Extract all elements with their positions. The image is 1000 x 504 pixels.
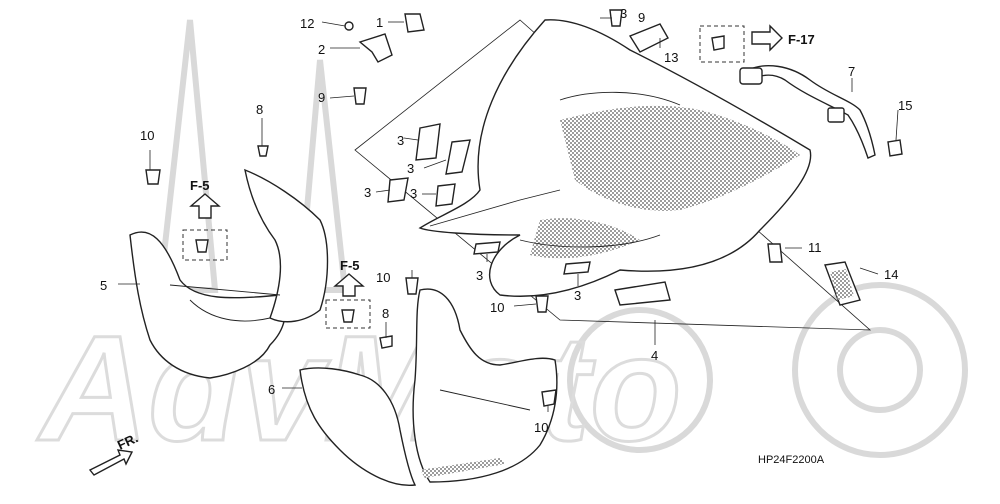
callout-3: 3 bbox=[574, 288, 581, 303]
diagram-code: HP24F2200A bbox=[758, 454, 825, 466]
callout-8: 8 bbox=[382, 306, 389, 321]
callout-12: 12 bbox=[300, 16, 314, 31]
rear-fender bbox=[418, 19, 812, 306]
callout-10: 10 bbox=[376, 270, 390, 285]
front-arrow-icon bbox=[88, 449, 134, 476]
fasteners bbox=[145, 9, 903, 407]
callout-11: 11 bbox=[808, 240, 822, 255]
callout-3-extra: 3 bbox=[620, 6, 627, 21]
callout-13: 13 bbox=[664, 50, 678, 65]
callout-9: 9 bbox=[318, 90, 325, 105]
ref-f5-right: F-5 bbox=[340, 258, 360, 273]
leader-lines bbox=[118, 17, 899, 412]
f5-right-arrow-icon bbox=[333, 273, 365, 297]
rubber-strap bbox=[824, 261, 861, 306]
reference-boxes bbox=[182, 24, 783, 329]
callout-7: 7 bbox=[848, 64, 855, 79]
right-mudguard bbox=[299, 288, 558, 486]
left-mudguard bbox=[129, 168, 329, 379]
callout-15: 15 bbox=[898, 98, 912, 113]
f17-arrow-icon bbox=[751, 24, 783, 52]
callout-5: 5 bbox=[100, 278, 107, 293]
callout-3: 3 bbox=[410, 186, 417, 201]
callout-14: 14 bbox=[884, 267, 898, 282]
callout-3: 3 bbox=[364, 185, 371, 200]
callout-6: 6 bbox=[268, 382, 275, 397]
callout-4: 4 bbox=[651, 348, 658, 363]
grab-bar bbox=[739, 65, 876, 159]
callout-10: 10 bbox=[490, 300, 504, 315]
callout-3: 3 bbox=[397, 133, 404, 148]
callout-1: 1 bbox=[376, 15, 383, 30]
callout-3: 3 bbox=[407, 161, 414, 176]
callout-10: 10 bbox=[534, 420, 548, 435]
ref-f5-left: F-5 bbox=[190, 178, 210, 193]
callout-10: 10 bbox=[140, 128, 154, 143]
callout-2: 2 bbox=[318, 42, 325, 57]
pads bbox=[387, 23, 669, 275]
callout-3: 3 bbox=[476, 268, 483, 283]
callout-8: 8 bbox=[256, 102, 263, 117]
callout-9: 9 bbox=[638, 10, 645, 25]
f5-left-arrow-icon bbox=[189, 193, 221, 219]
ref-f17: F-17 bbox=[788, 32, 815, 47]
